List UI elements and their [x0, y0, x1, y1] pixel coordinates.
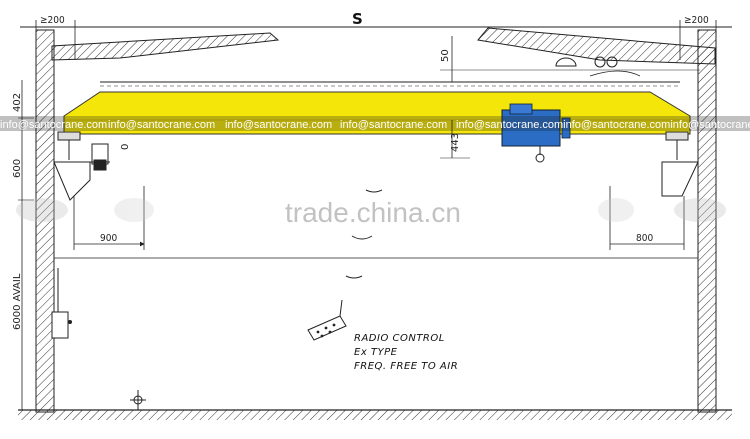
light-fixtures [555, 56, 641, 77]
right-approach-label: 800 [636, 233, 653, 244]
span-dimension [20, 20, 732, 60]
left-vertical-dims [18, 80, 34, 410]
floor [18, 409, 732, 420]
note-ex-type: Ex TYPE [354, 347, 398, 358]
top-clearance-label: 50 [440, 49, 451, 62]
note-radio-control: RADIO CONTROL [354, 333, 445, 344]
email-watermark-4: info@santocrane.com [340, 119, 447, 131]
right-end-carriage [661, 131, 699, 197]
hook-drop-label: 443 [450, 133, 461, 152]
left-bracket [53, 161, 110, 201]
email-watermark-1: info@santocrane.com [0, 119, 107, 131]
floor-marker [130, 390, 146, 410]
blur-right [598, 198, 726, 222]
hook-offset-label: 0 [120, 144, 131, 150]
hoist-trolley [501, 103, 571, 163]
note-frequency: FREQ. FREE TO AIR [354, 361, 458, 372]
side-drop-label: 600 [12, 159, 23, 178]
left-end-carriage [57, 131, 109, 171]
right-clearance-label: ≥200 [684, 15, 709, 26]
runway-top [100, 69, 700, 87]
left-clearance-label: ≥200 [40, 15, 65, 26]
power-switch-box [51, 268, 72, 339]
blur-left [16, 198, 154, 222]
radio-pendant [307, 189, 383, 341]
girder-height-label: 402 [12, 93, 23, 112]
span-label: S [352, 10, 363, 28]
email-watermark-2: info@santocrane.com [108, 119, 215, 131]
left-approach-label: 900 [100, 233, 117, 244]
hook-drop-dim [440, 120, 470, 159]
email-watermark-3: info@santocrane.com [225, 119, 332, 131]
right-approach-dim [609, 186, 685, 250]
email-watermark-strip [0, 116, 750, 131]
trade-watermark: trade.china.cn [285, 197, 461, 228]
lift-height-label: 6000 AVAIL [12, 273, 23, 330]
email-watermark-5: info@santocrane.cominfo@santocrane.comin… [456, 119, 750, 131]
left-approach-dim [73, 186, 145, 250]
